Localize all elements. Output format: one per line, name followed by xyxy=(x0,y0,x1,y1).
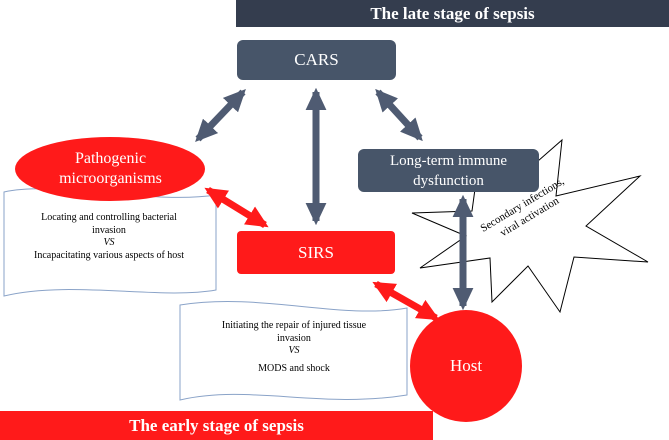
arrow-sirs-host xyxy=(372,280,440,322)
pathogen-note: Locating and controlling bacterial invas… xyxy=(6,212,212,262)
sirs-label: SIRS xyxy=(298,242,334,262)
sirs-note: Initiating the repair of injured tissue … xyxy=(186,320,402,375)
host-node: Host xyxy=(410,310,522,422)
long-term-immune-dysfunction-node: Long-term immune dysfunction xyxy=(358,149,539,192)
late-stage-banner: The late stage of sepsis xyxy=(236,0,669,27)
cars-node: CARS xyxy=(237,40,396,80)
sirs-node: SIRS xyxy=(237,231,395,274)
arrow-cars-pathogen xyxy=(195,88,246,143)
sirs-note-shape xyxy=(179,300,408,401)
early-stage-label: The early stage of sepsis xyxy=(129,415,304,435)
pathogen-label-line2: microorganisms xyxy=(59,170,162,187)
sirs-note-line3: MODS and shock xyxy=(258,362,330,374)
sirs-note-line2: invasion xyxy=(277,332,311,344)
early-stage-banner: The early stage of sepsis xyxy=(0,411,433,440)
long-term-label-line2: dysfunction xyxy=(413,172,484,189)
host-label: Host xyxy=(449,356,483,375)
pathogen-note-line3: Incapacitating various aspects of host xyxy=(34,249,184,261)
arrow-cars-long-term xyxy=(375,88,423,142)
sirs-note-vs: VS xyxy=(288,345,300,356)
secondary-infection-burst xyxy=(411,138,649,314)
pathogen-note-line2: invasion xyxy=(92,224,126,236)
late-stage-label: The late stage of sepsis xyxy=(370,3,535,23)
pathogen-note-line1: Locating and controlling bacterial xyxy=(41,212,177,223)
long-term-label-line1: Long-term immune xyxy=(389,152,508,169)
pathogen-node: Pathogenic microorganisms xyxy=(16,137,205,201)
pathogen-note-vs: VS xyxy=(103,237,115,248)
pathogen-label-line1: Pathogenic xyxy=(74,150,147,167)
host-circle-shape xyxy=(410,310,522,422)
cars-label: CARS xyxy=(294,50,339,69)
pathogen-ellipse-shape xyxy=(15,137,205,201)
arrow-pathogen-sirs xyxy=(204,187,269,228)
sirs-note-line1: Initiating the repair of injured tissue xyxy=(221,320,367,331)
